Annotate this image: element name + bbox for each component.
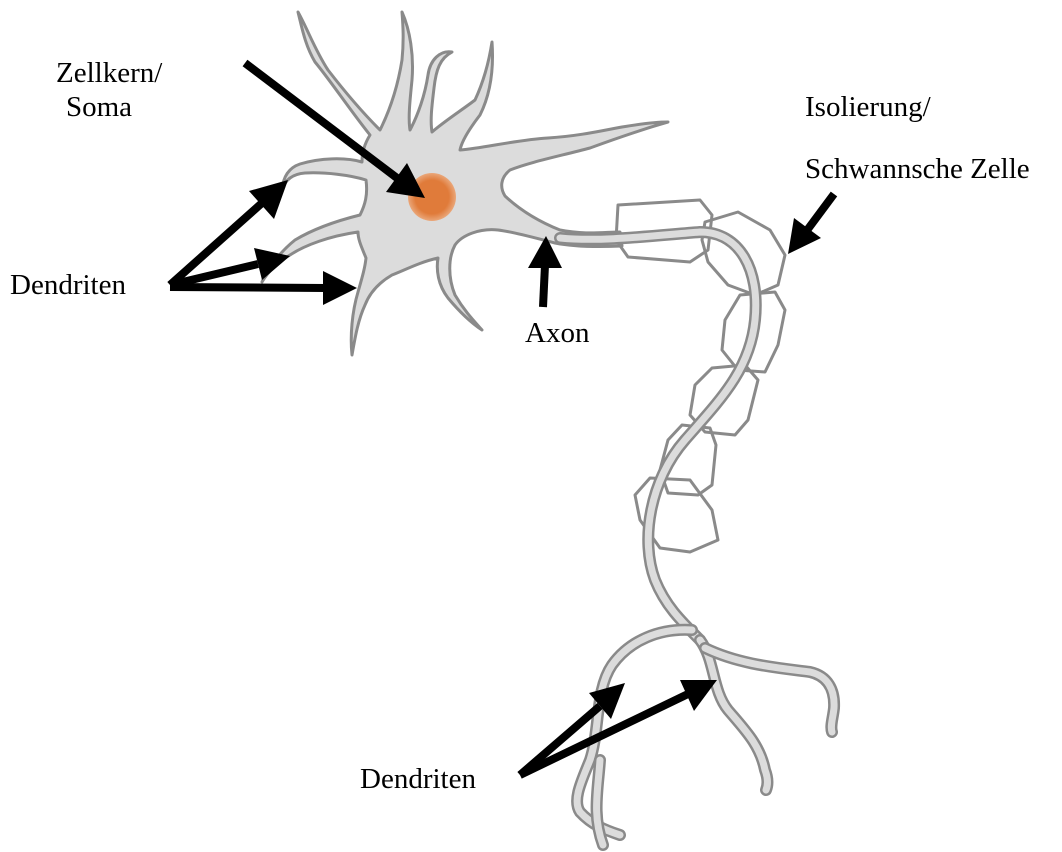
nucleus-label-line1: Zellkern/ <box>56 56 162 90</box>
schwann-cells <box>616 200 785 552</box>
terminal-branch-right <box>705 648 834 732</box>
axon-arrow <box>543 265 545 307</box>
axon-fill <box>560 232 756 640</box>
axon-label: Axon <box>525 316 589 350</box>
dendrite-arrowhead-lower <box>323 271 357 305</box>
insulation-label-line2: Schwannsche Zelle <box>805 152 1030 186</box>
schwann-arrow <box>808 194 834 229</box>
insulation-label-line1: Isolierung/ <box>805 90 931 124</box>
soma-body <box>262 12 668 355</box>
dendrite-arrow-lower <box>170 287 325 288</box>
terminal-dendrites <box>577 630 834 845</box>
dendrites-bottom-label: Dendriten <box>360 762 476 796</box>
dendrites-top-label: Dendriten <box>10 268 126 302</box>
nucleus-label-line2: Soma <box>66 90 132 124</box>
